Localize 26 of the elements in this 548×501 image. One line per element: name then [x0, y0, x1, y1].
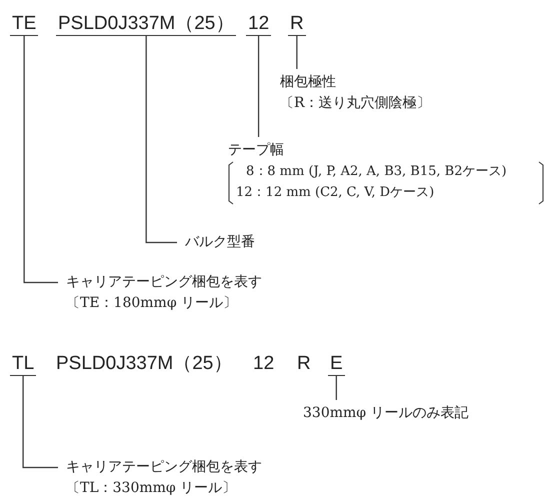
description-heading: バルク型番 — [185, 233, 255, 252]
code-segment: 12 — [246, 13, 272, 36]
code-text: R — [297, 353, 311, 375]
leader-line — [296, 36, 298, 69]
code-text: PSLD0J337M（25） — [56, 353, 232, 375]
description-heading: テープ幅 — [228, 141, 284, 160]
leader-line — [24, 36, 58, 284]
leader-line — [258, 36, 260, 137]
description-text: 〔TE：180mmφ リール〕 — [66, 294, 238, 313]
description-text: 〔R：送り丸穴側陰極〕 — [280, 94, 431, 113]
code-segment: R — [288, 13, 306, 36]
description-heading: 330mmφ リールのみ表記 — [303, 404, 469, 423]
description-text: 8：8 mm (J, P, A2, A, B3, B15, B2ケース) — [245, 163, 507, 181]
code-segment: TE — [10, 13, 38, 36]
code-segment: PSLD0J337M（25） — [56, 13, 236, 36]
code-segment: TL — [10, 353, 36, 376]
code-segment: E — [328, 353, 345, 376]
description-heading: キャリアテーピング梱包を表す — [66, 273, 262, 292]
leader-line — [336, 376, 337, 400]
description-heading: 梱包極性 — [280, 73, 336, 92]
description-text: 〔TL：330mmφ リール〕 — [66, 479, 236, 498]
leader-line — [22, 376, 58, 468]
code-text: 12 — [253, 353, 274, 375]
description-text: 12：12 mm (C2, C, V, Dケース) — [235, 184, 434, 202]
description-heading: キャリアテーピング梱包を表す — [66, 458, 262, 477]
leader-line — [146, 36, 177, 244]
